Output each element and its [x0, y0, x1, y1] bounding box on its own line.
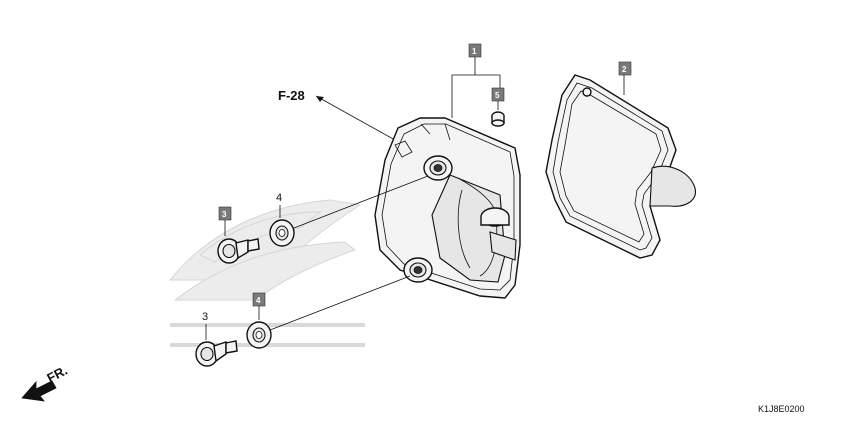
callout-5: 5 [491, 87, 505, 110]
lower-bolt-leader [269, 275, 411, 331]
callout-2: 2 [618, 61, 632, 95]
upper-bolt-part [217, 238, 260, 264]
front-label: FR. [44, 363, 70, 386]
pin-part [491, 111, 505, 127]
lower-bolt-part [195, 340, 238, 367]
callout-1-text: 1 [472, 47, 477, 56]
reference-leader [315, 95, 396, 141]
callout-5-text: 5 [495, 91, 500, 100]
callout-3-plain-text: 3 [202, 311, 208, 323]
front-direction-arrow: FR. [21, 363, 70, 402]
background-watermark [168, 199, 365, 347]
callout-4-boxed: 4 [252, 292, 266, 320]
upper-washer-part [269, 219, 295, 247]
callout-2-text: 2 [622, 65, 627, 74]
callout-4-boxed-text: 4 [256, 296, 261, 305]
callout-3-boxed-text: 3 [222, 210, 227, 219]
lower-washer-part [246, 321, 272, 349]
callout-3-boxed: 3 [218, 206, 232, 236]
callout-1: 1 [451, 43, 501, 118]
gasket-part [545, 74, 696, 259]
reference-label: F-28 [278, 88, 305, 103]
diagram-code: K1J8E0200 [758, 404, 805, 414]
callout-4-plain-text: 4 [276, 192, 282, 204]
upper-bolt-leader [293, 175, 429, 229]
head-cover-part [374, 117, 521, 299]
